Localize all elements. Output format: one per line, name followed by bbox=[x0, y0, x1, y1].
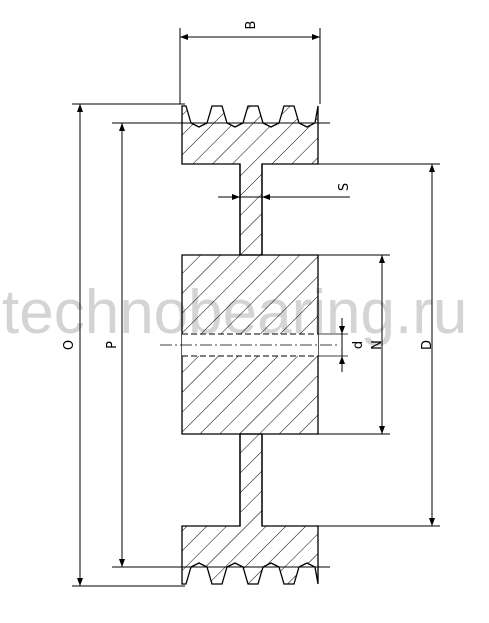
dimension-n: N bbox=[318, 254, 390, 435]
label-s: S bbox=[337, 183, 352, 191]
dimension-s: S bbox=[218, 183, 352, 200]
bottom-rim bbox=[181, 433, 319, 585]
label-n: N bbox=[370, 340, 385, 350]
dimension-o: O bbox=[62, 103, 185, 587]
label-d-small: d bbox=[351, 341, 366, 349]
label-b: B bbox=[244, 21, 259, 30]
dimension-b: B bbox=[179, 21, 321, 104]
bore bbox=[160, 333, 340, 357]
label-p: P bbox=[105, 341, 120, 349]
top-rim bbox=[181, 105, 319, 256]
dimension-d-bore: d bbox=[318, 318, 366, 372]
dimension-p: P bbox=[105, 122, 185, 568]
dimension-d: D bbox=[262, 163, 440, 527]
label-o: O bbox=[62, 340, 77, 350]
label-d-large: D bbox=[420, 340, 435, 350]
